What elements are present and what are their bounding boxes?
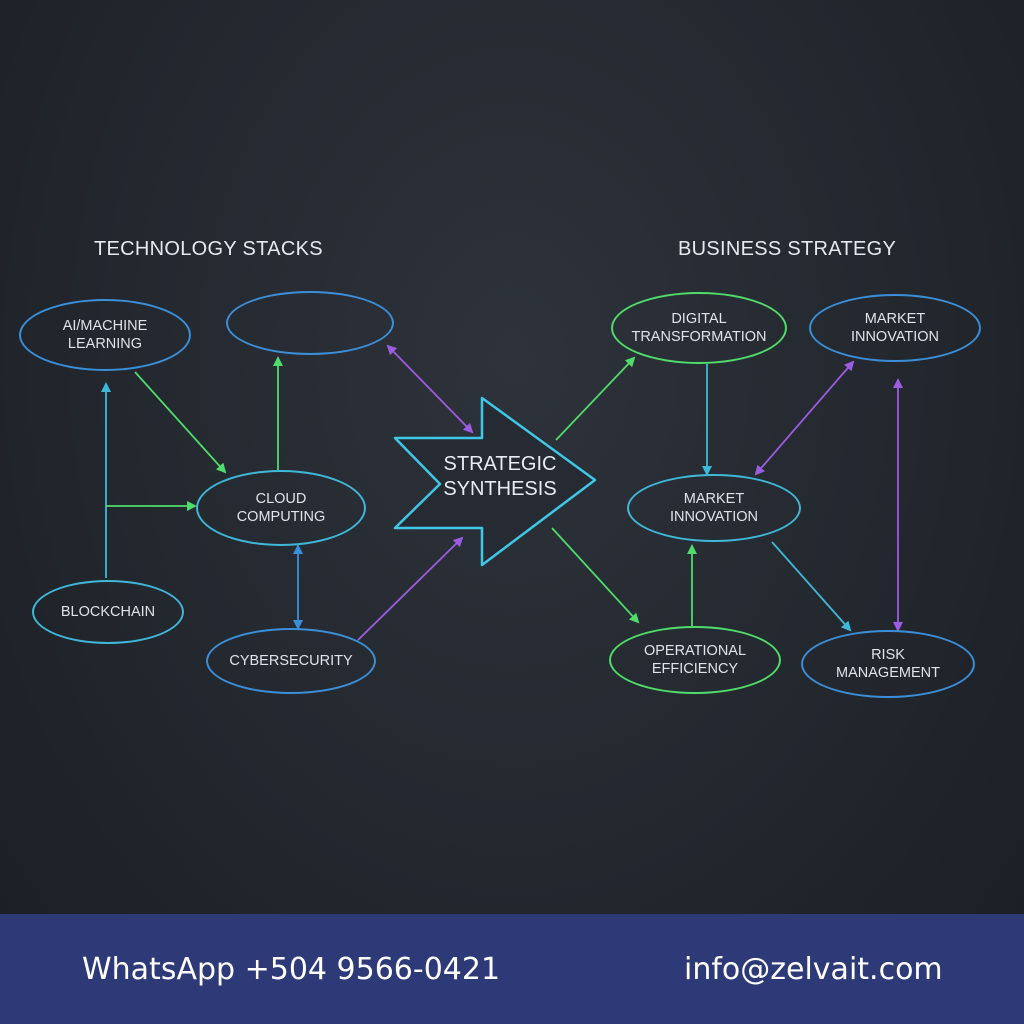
node-cybersecurity: CYBERSECURITY bbox=[206, 628, 376, 694]
node-label: RISK MANAGEMENT bbox=[836, 646, 940, 681]
node-market-innovation-mid: MARKET INNOVATION bbox=[627, 474, 801, 542]
node-operational-efficiency: OPERATIONAL EFFICIENCY bbox=[609, 626, 781, 694]
strategic-synthesis-arrow bbox=[393, 396, 597, 567]
connector-synthesis-to-operational bbox=[551, 527, 640, 624]
node-risk-management: RISK MANAGEMENT bbox=[801, 630, 975, 698]
connector-market-to-risk bbox=[771, 541, 852, 632]
node-label: CYBERSECURITY bbox=[229, 652, 353, 669]
node-ai-machine-learning: AI/MACHINE LEARNING bbox=[19, 299, 191, 371]
node-label: OPERATIONAL EFFICIENCY bbox=[643, 642, 747, 677]
node-label: DIGITAL TRANSFORMATION bbox=[631, 310, 767, 345]
whatsapp-contact[interactable]: WhatsApp +504 9566-0421 bbox=[82, 952, 501, 987]
node-unlabeled bbox=[226, 291, 394, 355]
connector-cyber-to-synthesis bbox=[357, 536, 464, 641]
strategic-synthesis-label: STRATEGIC SYNTHESIS bbox=[443, 453, 557, 500]
contact-footer: WhatsApp +504 9566-0421 info@zelvait.com bbox=[0, 914, 1024, 1024]
connector-market-top-mid bbox=[754, 360, 855, 476]
node-market-innovation-top: MARKET INNOVATION bbox=[809, 294, 981, 362]
node-label: MARKET INNOVATION bbox=[669, 490, 759, 525]
technology-stacks-title: TECHNOLOGY STACKS bbox=[94, 238, 323, 260]
connector-unlabeled-synthesis bbox=[386, 344, 474, 434]
email-contact[interactable]: info@zelvait.com bbox=[684, 952, 943, 987]
node-cloud-computing: CLOUD COMPUTING bbox=[196, 470, 366, 546]
node-blockchain: BLOCKCHAIN bbox=[32, 580, 184, 644]
connector-ai-to-cloud bbox=[134, 371, 227, 474]
node-label: CLOUD COMPUTING bbox=[236, 490, 326, 525]
business-strategy-title: BUSINESS STRATEGY bbox=[678, 238, 897, 260]
node-label: BLOCKCHAIN bbox=[60, 603, 156, 620]
connector-synthesis-to-digital bbox=[555, 356, 636, 441]
node-label: AI/MACHINE LEARNING bbox=[62, 317, 148, 352]
node-digital-transformation: DIGITAL TRANSFORMATION bbox=[611, 292, 787, 364]
diagram-canvas bbox=[101, 344, 903, 641]
node-label: MARKET INNOVATION bbox=[850, 310, 940, 345]
